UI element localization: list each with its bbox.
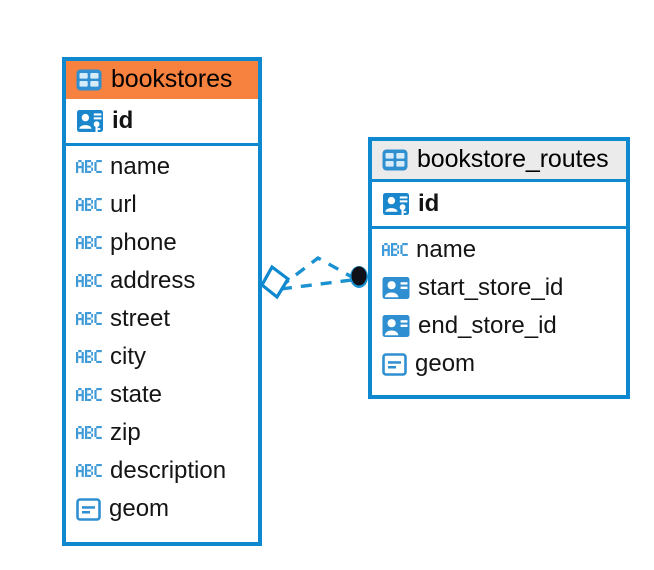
foreign-key-icon bbox=[382, 277, 410, 299]
entity-header-bookstores[interactable]: bookstores bbox=[66, 61, 258, 99]
field-row-street[interactable]: street bbox=[66, 300, 258, 338]
entity-header-bookstore-routes[interactable]: bookstore_routes bbox=[372, 141, 626, 179]
field-row-state[interactable]: state bbox=[66, 376, 258, 414]
field-label: city bbox=[110, 343, 146, 370]
field-label: url bbox=[110, 191, 137, 218]
entity-title: bookstores bbox=[111, 65, 233, 93]
relationship-line-lower bbox=[280, 278, 353, 291]
field-label: zip bbox=[110, 419, 141, 446]
field-row-city[interactable]: city bbox=[66, 338, 258, 376]
field-row-name[interactable]: name bbox=[372, 231, 626, 269]
geometry-icon bbox=[76, 497, 101, 521]
text-abc-icon bbox=[76, 425, 102, 439]
field-label: address bbox=[110, 267, 196, 294]
entity-title: bookstore_routes bbox=[417, 145, 609, 173]
field-label: geom bbox=[415, 350, 476, 377]
text-abc-icon bbox=[76, 197, 102, 211]
text-abc-icon bbox=[76, 159, 102, 173]
field-row-zip[interactable]: zip bbox=[66, 414, 258, 452]
field-row-geom[interactable]: geom bbox=[372, 345, 626, 383]
field-row-url[interactable]: url bbox=[66, 186, 258, 224]
primary-key-icon bbox=[383, 193, 409, 215]
field-row-name[interactable]: name bbox=[66, 148, 258, 186]
field-list-bookstore-routes: name start_store_id bbox=[372, 229, 626, 387]
text-abc-icon bbox=[76, 463, 102, 477]
field-row-geom[interactable]: geom bbox=[66, 490, 258, 528]
entity-bookstore-routes[interactable]: bookstore_routes id bbox=[368, 137, 630, 399]
field-label: name bbox=[416, 236, 477, 263]
header-divider bbox=[372, 179, 626, 182]
text-abc-icon bbox=[382, 242, 408, 256]
primary-key-icon bbox=[77, 110, 103, 132]
table-icon bbox=[76, 69, 102, 90]
field-label: phone bbox=[110, 229, 177, 256]
field-label: start_store_id bbox=[418, 274, 564, 301]
primary-key-divider bbox=[372, 226, 626, 229]
field-label: street bbox=[110, 305, 171, 332]
filled-circle-icon bbox=[350, 266, 368, 288]
text-abc-icon bbox=[76, 387, 102, 401]
field-label: end_store_id bbox=[418, 312, 557, 339]
field-label: name bbox=[110, 153, 171, 180]
field-row-start-store-id[interactable]: start_store_id bbox=[372, 269, 626, 307]
field-row-address[interactable]: address bbox=[66, 262, 258, 300]
entity-bookstores[interactable]: bookstores id bbox=[62, 57, 262, 546]
field-row-primary-key[interactable]: id bbox=[372, 182, 626, 226]
field-row-primary-key[interactable]: id bbox=[66, 99, 258, 143]
text-abc-icon bbox=[76, 273, 102, 287]
geometry-icon bbox=[382, 352, 407, 376]
text-abc-icon bbox=[76, 235, 102, 249]
relationship-line-upper bbox=[278, 255, 353, 289]
field-label: state bbox=[110, 381, 163, 408]
field-list-bookstores: name url bbox=[66, 146, 258, 532]
field-label: id bbox=[418, 190, 440, 217]
diamond-open-icon bbox=[259, 264, 291, 300]
field-row-end-store-id[interactable]: end_store_id bbox=[372, 307, 626, 345]
primary-key-divider bbox=[66, 143, 258, 146]
foreign-key-icon bbox=[382, 315, 410, 337]
field-row-description[interactable]: description bbox=[66, 452, 258, 490]
text-abc-icon bbox=[76, 311, 102, 325]
text-abc-icon bbox=[76, 349, 102, 363]
field-row-phone[interactable]: phone bbox=[66, 224, 258, 262]
field-label: geom bbox=[109, 495, 170, 522]
field-label: id bbox=[112, 107, 134, 134]
table-icon bbox=[382, 149, 408, 170]
field-label: description bbox=[110, 457, 227, 484]
